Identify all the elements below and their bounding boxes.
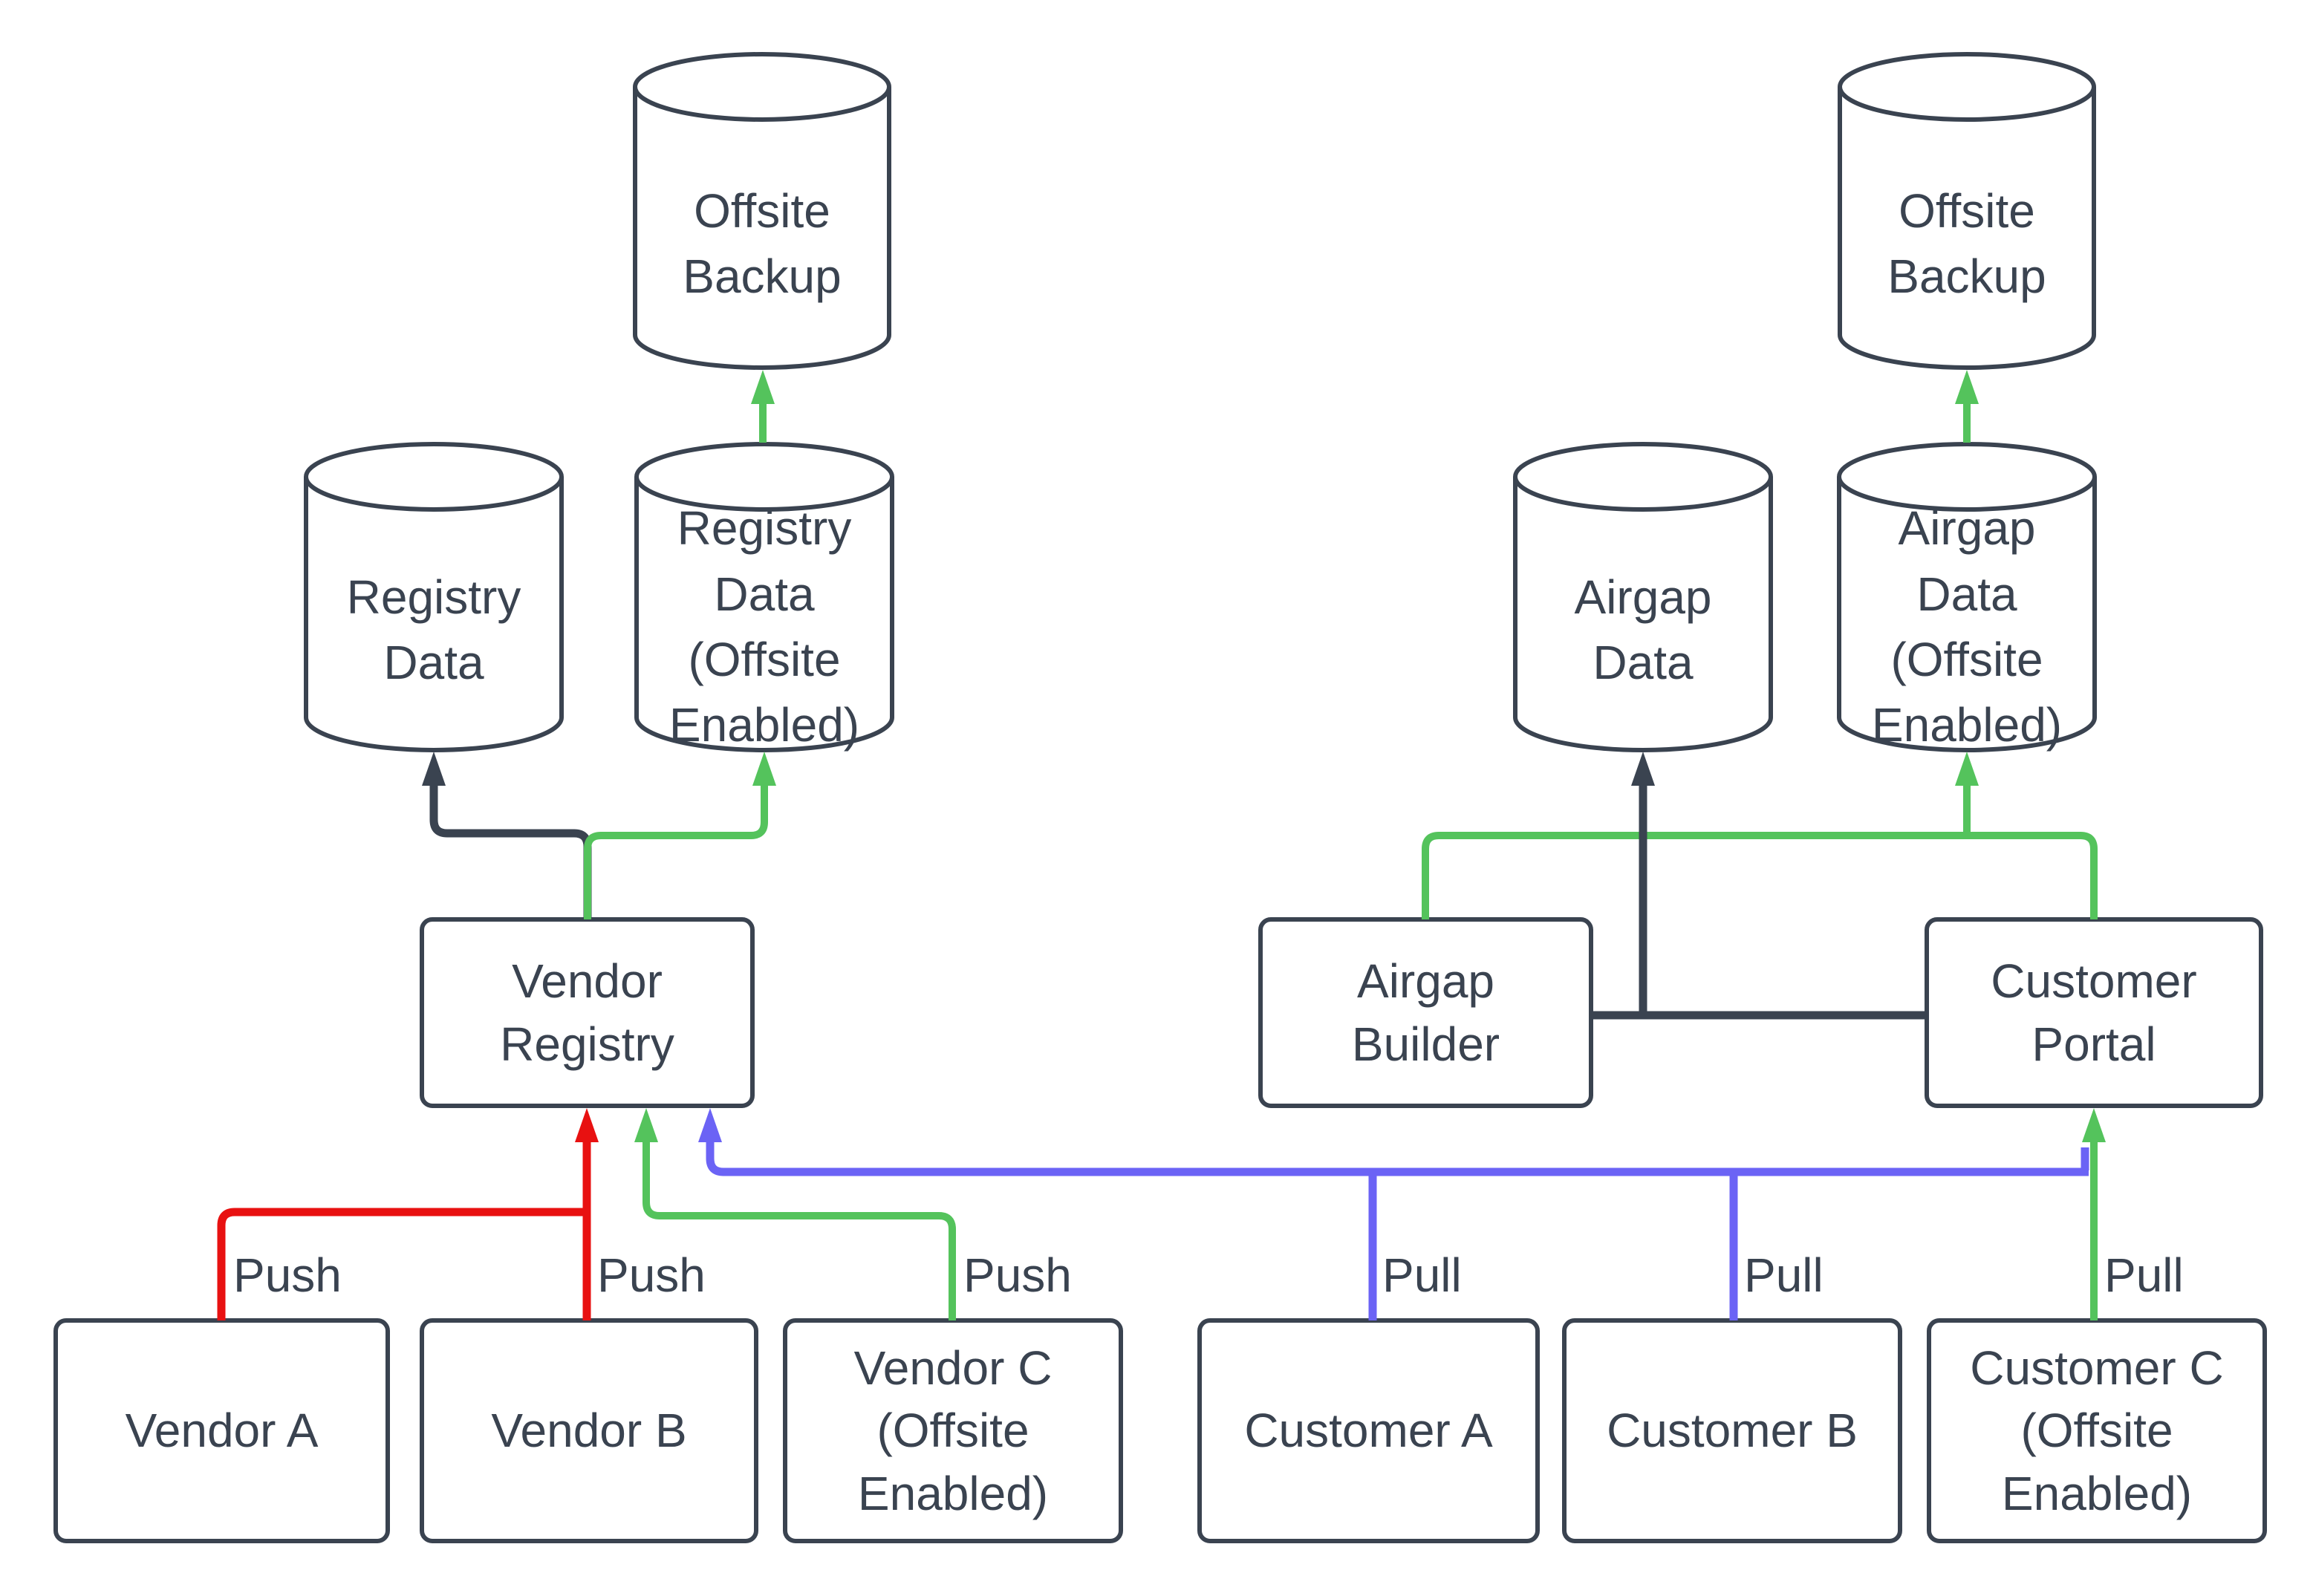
- cylinder-airgap-data: [1513, 442, 1773, 752]
- label-customer-b: Customer B: [1607, 1404, 1858, 1458]
- arrowhead-airgap-data-offsite: [1955, 752, 1979, 786]
- arrowhead-push-red: [575, 1108, 599, 1142]
- cylinder-registry-data-offsite: [634, 442, 894, 752]
- label-vendor-a: Vendor A: [125, 1404, 319, 1458]
- edge-vendor-registry-to-registry-data: [429, 786, 592, 919]
- label-vendor-b: Vendor B: [491, 1404, 687, 1458]
- cylinder-offsite-backup-right: [1838, 52, 2096, 370]
- arrowhead-pull-green: [2082, 1108, 2106, 1142]
- cylinder-offsite-backup-left: [633, 52, 891, 370]
- cylinder-registry-data: [304, 442, 564, 752]
- edge-label-pull-customer-b: Pull: [1744, 1248, 1824, 1302]
- cylinder-top: [1838, 52, 2096, 122]
- cylinder-top: [1513, 442, 1773, 512]
- edge-vendor-registry-to-registry-data-offsite: [584, 786, 768, 919]
- arrowhead-airgap-data: [1631, 752, 1655, 786]
- label-offsite-backup-right: Offsite Backup: [1887, 183, 2046, 303]
- edge-pull-to-vendor-registry: [706, 1142, 2089, 1176]
- cylinder-body: [1513, 477, 1773, 752]
- cylinder-body: [304, 477, 564, 752]
- cylinder-body: [634, 477, 894, 752]
- label-customer-a: Customer A: [1244, 1404, 1493, 1458]
- edge-label-push-vendor-b: Push: [597, 1248, 706, 1302]
- arrowhead-push-green: [634, 1108, 658, 1142]
- cylinder-airgap-data-offsite: [1837, 442, 2097, 752]
- cylinder-top: [1837, 442, 2097, 512]
- label-vendor-c: Vendor C (Offsite Enabled): [853, 1341, 1053, 1520]
- arrowhead-offsite-backup-left: [751, 370, 775, 404]
- edge-label-pull-customer-a: Pull: [1382, 1248, 1462, 1302]
- arrowhead-registry-data: [422, 752, 446, 786]
- edge-airgap-builder-to-customer-portal: [1422, 832, 2098, 919]
- cylinder-body: [633, 87, 891, 370]
- arrowhead-registry-data-offsite: [752, 752, 776, 786]
- arrowhead-pull-blue: [698, 1108, 722, 1142]
- label-airgap-data: Airgap Data: [1574, 570, 1712, 689]
- edge-label-pull-customer-c: Pull: [2104, 1248, 2184, 1302]
- arrowhead-offsite-backup-right: [1955, 370, 1979, 404]
- label-airgap-data-offsite: Airgap Data (Offsite Enabled): [1871, 501, 2063, 752]
- cylinder-body: [1838, 87, 2096, 370]
- cylinder-top: [633, 52, 891, 122]
- cylinder-top: [634, 442, 894, 512]
- label-offsite-backup-left: Offsite Backup: [683, 183, 842, 303]
- label-vendor-registry: Vendor Registry: [500, 954, 674, 1071]
- label-registry-data-offsite: Registry Data (Offsite Enabled): [668, 501, 860, 752]
- label-customer-portal: Customer Portal: [1991, 954, 2197, 1071]
- edge-push-vendor-c: [642, 1142, 956, 1320]
- label-airgap-builder: Airgap Builder: [1351, 954, 1500, 1071]
- edge-push-vendor-a: [217, 1208, 587, 1320]
- label-registry-data: Registry Data: [346, 570, 521, 689]
- cylinder-top: [304, 442, 564, 512]
- cylinder-body: [1837, 477, 2097, 752]
- label-customer-c: Customer C (Offsite Enabled): [1970, 1341, 2224, 1520]
- edge-label-push-vendor-c: Push: [963, 1248, 1072, 1302]
- edge-label-push-vendor-a: Push: [233, 1248, 342, 1302]
